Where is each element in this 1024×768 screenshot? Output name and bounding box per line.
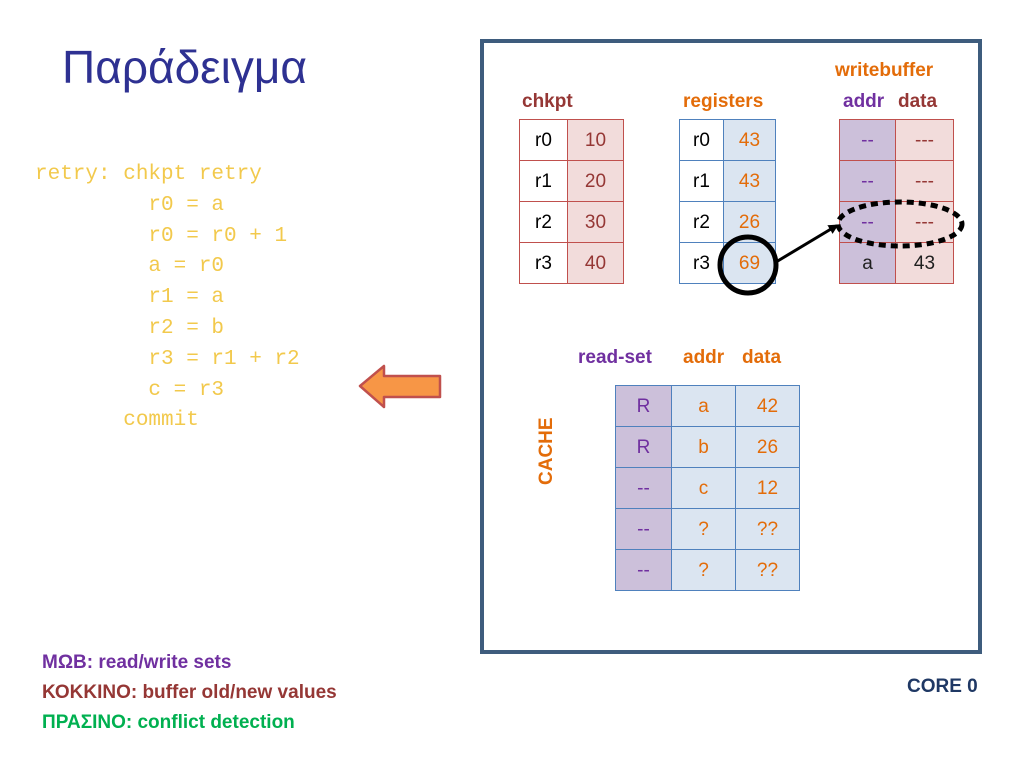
code-line: retry: chkpt retry [35, 163, 262, 186]
connector-arrow [775, 224, 839, 264]
table-cell: -- [615, 508, 672, 550]
table-cell: 10 [567, 119, 624, 161]
core-box [480, 39, 982, 654]
table-cell: r1 [519, 160, 568, 202]
table-cell: a [839, 242, 896, 284]
legend-item-purple: ΜΩΒ: read/write sets [42, 652, 232, 673]
code-line: r0 = r0 + 1 [35, 224, 288, 248]
table-cell: R [615, 385, 672, 427]
writebuffer-data-label: data [898, 91, 938, 112]
table-cell: -- [615, 549, 672, 591]
table-cell: 40 [567, 242, 624, 284]
table-row: --??? [615, 508, 800, 550]
table-cell: 43 [723, 160, 776, 202]
table-cell: r3 [519, 242, 568, 284]
table-cell: 43 [895, 242, 954, 284]
table-cell: -- [839, 160, 896, 202]
table-cell: 69 [723, 242, 776, 284]
table-cell: r2 [679, 201, 724, 243]
table-cell: -- [839, 119, 896, 161]
code-line: r0 = a [35, 193, 225, 217]
writebuffer-label: writebuffer [835, 60, 934, 81]
table-cell: 12 [735, 467, 800, 509]
table-cell: ?? [735, 549, 800, 591]
page-title: Παράδειγμα [62, 41, 308, 93]
table-row: --??? [615, 549, 800, 591]
code-block: retry: chkpt retry r0 = a r0 = r0 + 1 a … [35, 160, 300, 437]
legend-item-red: ΚΟΚΚΙΝΟ: buffer old/new values [42, 682, 337, 703]
core-label: CORE 0 [907, 676, 978, 697]
table-cell: r3 [679, 242, 724, 284]
color-legend: ΜΩΒ: read/write sets ΚΟΚΚΙΝΟ: buffer old… [42, 648, 337, 738]
table-cell: a [671, 385, 736, 427]
legend-item-green: ΠΡΑΣΙΝΟ: conflict detection [42, 712, 295, 733]
chkpt-label: chkpt [522, 91, 573, 112]
table-cell: 26 [735, 426, 800, 468]
code-line: c = r3 [35, 378, 225, 402]
table-cell: 20 [567, 160, 624, 202]
code-line: r2 = b [35, 316, 225, 340]
table-cell: r1 [679, 160, 724, 202]
cache-data-label: data [742, 347, 782, 368]
readset-label: read-set [578, 347, 652, 368]
table-cell: ?? [735, 508, 800, 550]
writebuffer-addr-label: addr [843, 91, 885, 112]
highlight-dotted-ellipse [835, 199, 965, 249]
code-line: r1 = a [35, 286, 225, 310]
highlight-circle [717, 234, 779, 296]
left-arrow-icon [358, 364, 442, 409]
code-line: a = r0 [35, 255, 225, 279]
table-cell: R [615, 426, 672, 468]
table-cell: r0 [519, 119, 568, 161]
registers-label: registers [683, 91, 764, 112]
code-line: commit [35, 409, 199, 433]
table-cell: 30 [567, 201, 624, 243]
table-row: ----- [839, 160, 954, 202]
table-cell: b [671, 426, 736, 468]
table-cell: ? [671, 549, 736, 591]
cache-addr-label: addr [683, 347, 725, 368]
table-cell: -- [615, 467, 672, 509]
table-cell: c [671, 467, 736, 509]
table-cell: --- [895, 160, 954, 202]
table-row: ----- [839, 119, 954, 161]
table-cell: ? [671, 508, 736, 550]
code-line: r3 = r1 + r2 [35, 347, 300, 371]
table-cell: --- [895, 119, 954, 161]
table-cell: 43 [723, 119, 776, 161]
